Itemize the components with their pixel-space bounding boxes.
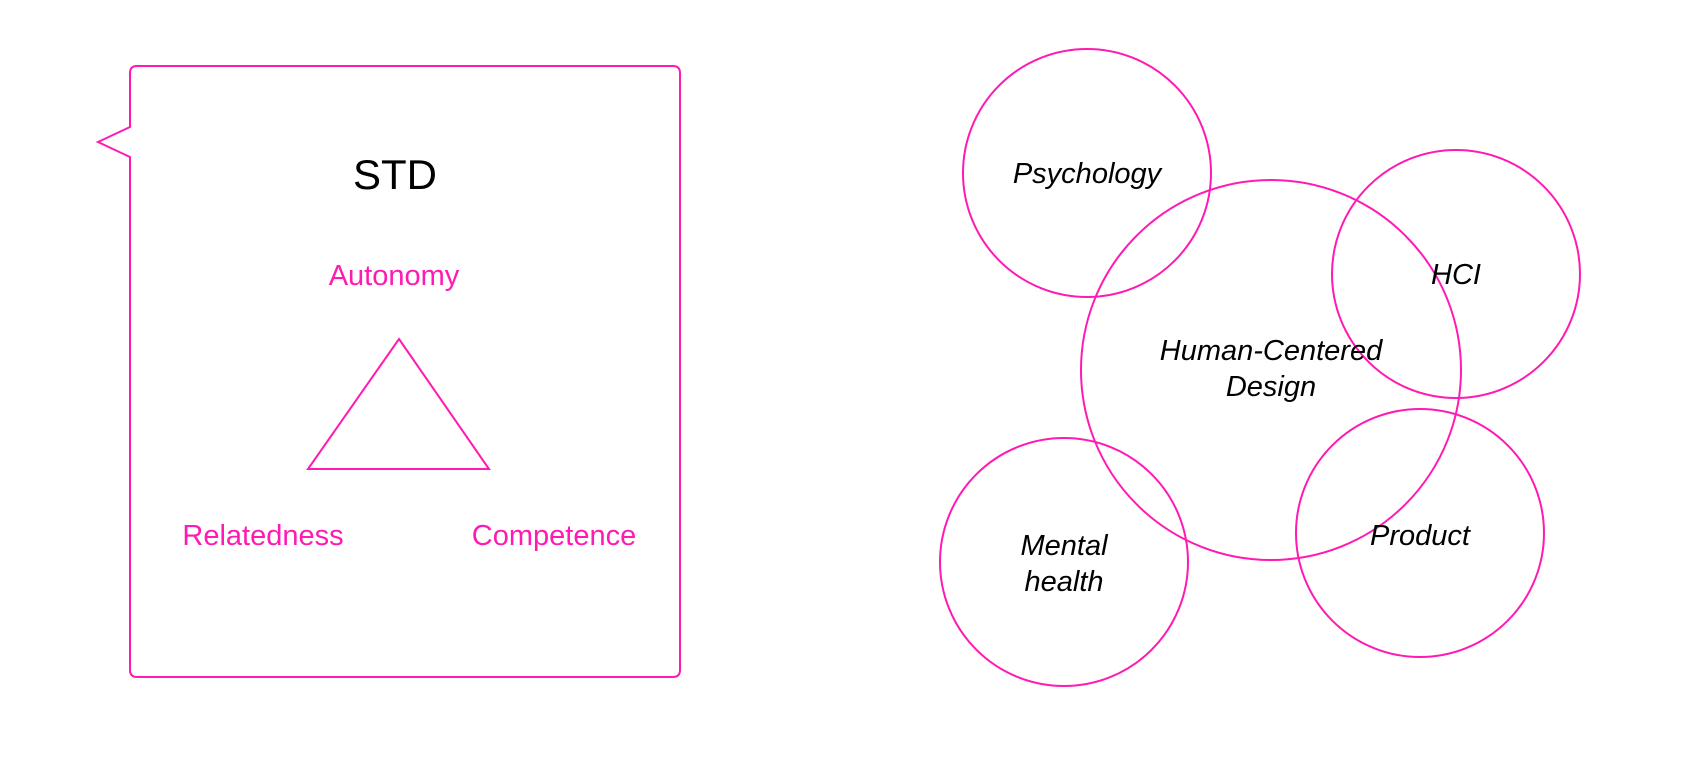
product-circle [1295,408,1545,658]
sdt-panel: STD Autonomy Relatedness Competence [95,65,681,678]
venn-diagram: Psychology HCI Human-Centered Design Men… [939,48,1581,687]
psychology-circle [962,48,1212,298]
human-centered-design-label-line1: Human-Centered [1160,335,1383,367]
competence-label: Competence [472,520,636,552]
mental-health-label-line1: Mental [1020,530,1109,562]
mental-health-label-line2: health [1024,566,1103,598]
mental-health-circle [939,437,1189,687]
psychology-label: Psychology [1013,158,1163,190]
human-centered-design-circle [1080,179,1462,561]
product-label: Product [1370,520,1472,552]
triangle-shape [306,337,491,470]
autonomy-label: Autonomy [329,260,460,292]
hci-label: HCI [1431,259,1481,291]
sdt-title: STD [353,151,437,198]
relatedness-label: Relatedness [182,520,343,552]
callout-box [95,65,681,678]
human-centered-design-label-line2: Design [1226,371,1316,403]
hci-circle [1331,149,1581,399]
